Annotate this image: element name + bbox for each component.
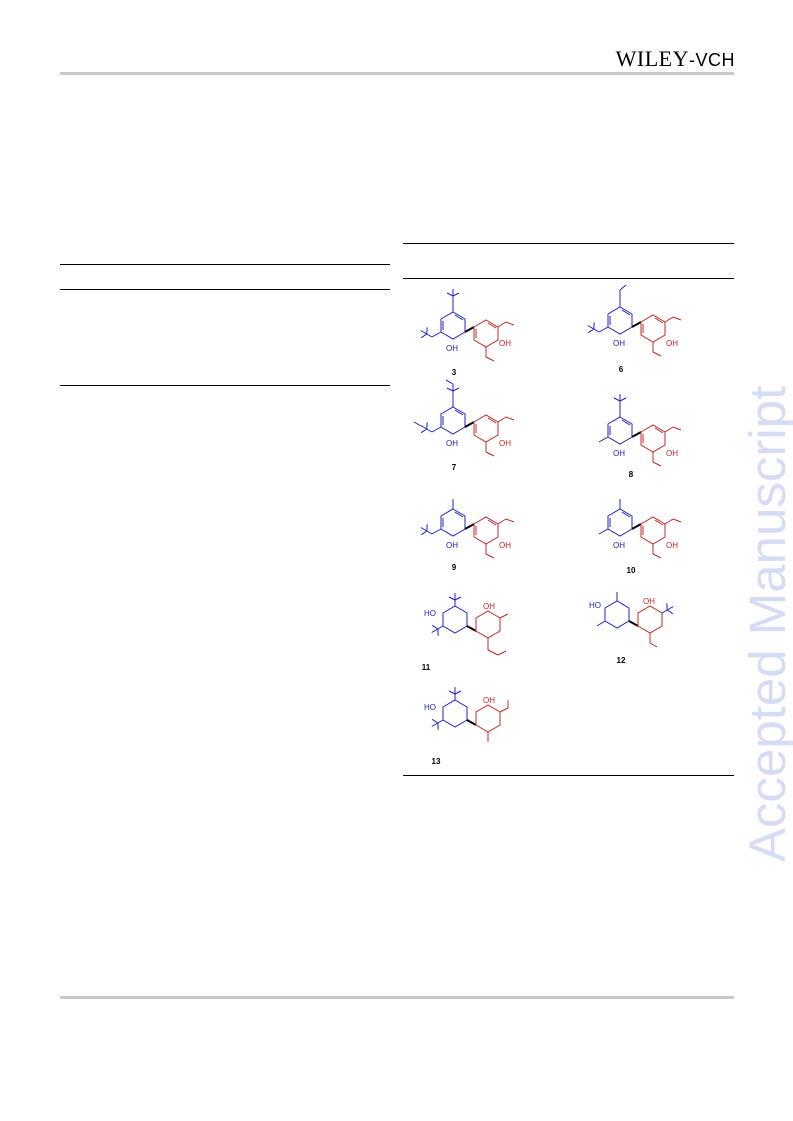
hydroxyl-label: OH [643,597,655,606]
hydroxyl-label: OH [666,339,678,348]
compound-8-structure: OH OH 8 [575,393,725,485]
right-table-bottom-rule [403,775,734,776]
left-table-top-rule [60,264,390,265]
hydroxyl-label: OH [483,602,495,611]
compound-7-structure: OH OH 7 [408,379,558,475]
compound-label: 10 [626,566,636,575]
hydroxyl-label: OH [613,541,625,550]
compound-9-structure: OH OH 9 [408,487,558,577]
hydroxyl-label: OH [666,541,678,550]
biaryl-structure-icon: OH OH [417,498,515,559]
hydroxyl-label: OH [613,449,625,458]
hydroxyl-label: OH [446,541,458,550]
compound-label: 11 [421,663,431,672]
right-table-header-rule [403,278,734,279]
compound-6-structure: OH OH 6 [575,284,725,375]
footer-rule [60,996,734,999]
biaryl-structure-icon: OH OH [417,288,515,362]
right-table-top-rule [403,243,734,244]
hydroxyl-label: OH [499,339,511,348]
hydroxyl-label: OH [666,449,678,458]
left-table-bottom-rule [60,385,390,386]
biaryl-structure-icon: OH OH [413,379,515,457]
compound-13-structure: HO OH 13 [408,685,558,775]
hydroxyl-label: HO [424,609,436,618]
hydroxyl-label: OH [499,541,511,550]
hydroxyl-label: OH [483,696,495,705]
compound-3-structure: OH OH 3 [408,288,558,380]
compound-label: 7 [451,463,457,472]
compound-label: 12 [616,656,626,665]
hydroxyl-label: OH [613,339,625,348]
biaryl-structure-icon: OH OH [598,393,682,467]
publisher-suffix: -VCH [689,50,735,70]
biaryl-structure-icon: HO OH [589,592,677,648]
hydroxyl-label: OH [446,344,458,353]
compound-12-structure: HO OH 12 [585,590,735,680]
compound-10-structure: OH OH 10 [575,487,725,577]
biaryl-structure-icon: HO OH [424,686,509,742]
biaryl-structure-icon: OH OH [584,284,682,357]
compound-11-structure: HO OH 11 [408,592,558,685]
publisher-name: WILEY [615,46,689,71]
compound-label: 13 [431,757,441,766]
compound-label: 6 [618,365,624,374]
compound-label: 3 [451,368,457,377]
biaryl-structure-icon: HO OH [424,592,509,656]
compound-label: 8 [628,470,634,479]
left-table-header-rule [60,289,390,290]
biaryl-structure-icon: OH OH [598,498,682,559]
hydroxyl-label: HO [589,601,601,610]
header-rule [60,72,734,75]
publisher-logo: WILEY-VCH [616,46,735,72]
compound-label: 9 [451,563,457,572]
hydroxyl-label: OH [499,439,511,448]
hydroxyl-label: OH [446,439,458,448]
accepted-manuscript-watermark: Accepted Manuscript [739,385,793,862]
hydroxyl-label: HO [424,703,436,712]
